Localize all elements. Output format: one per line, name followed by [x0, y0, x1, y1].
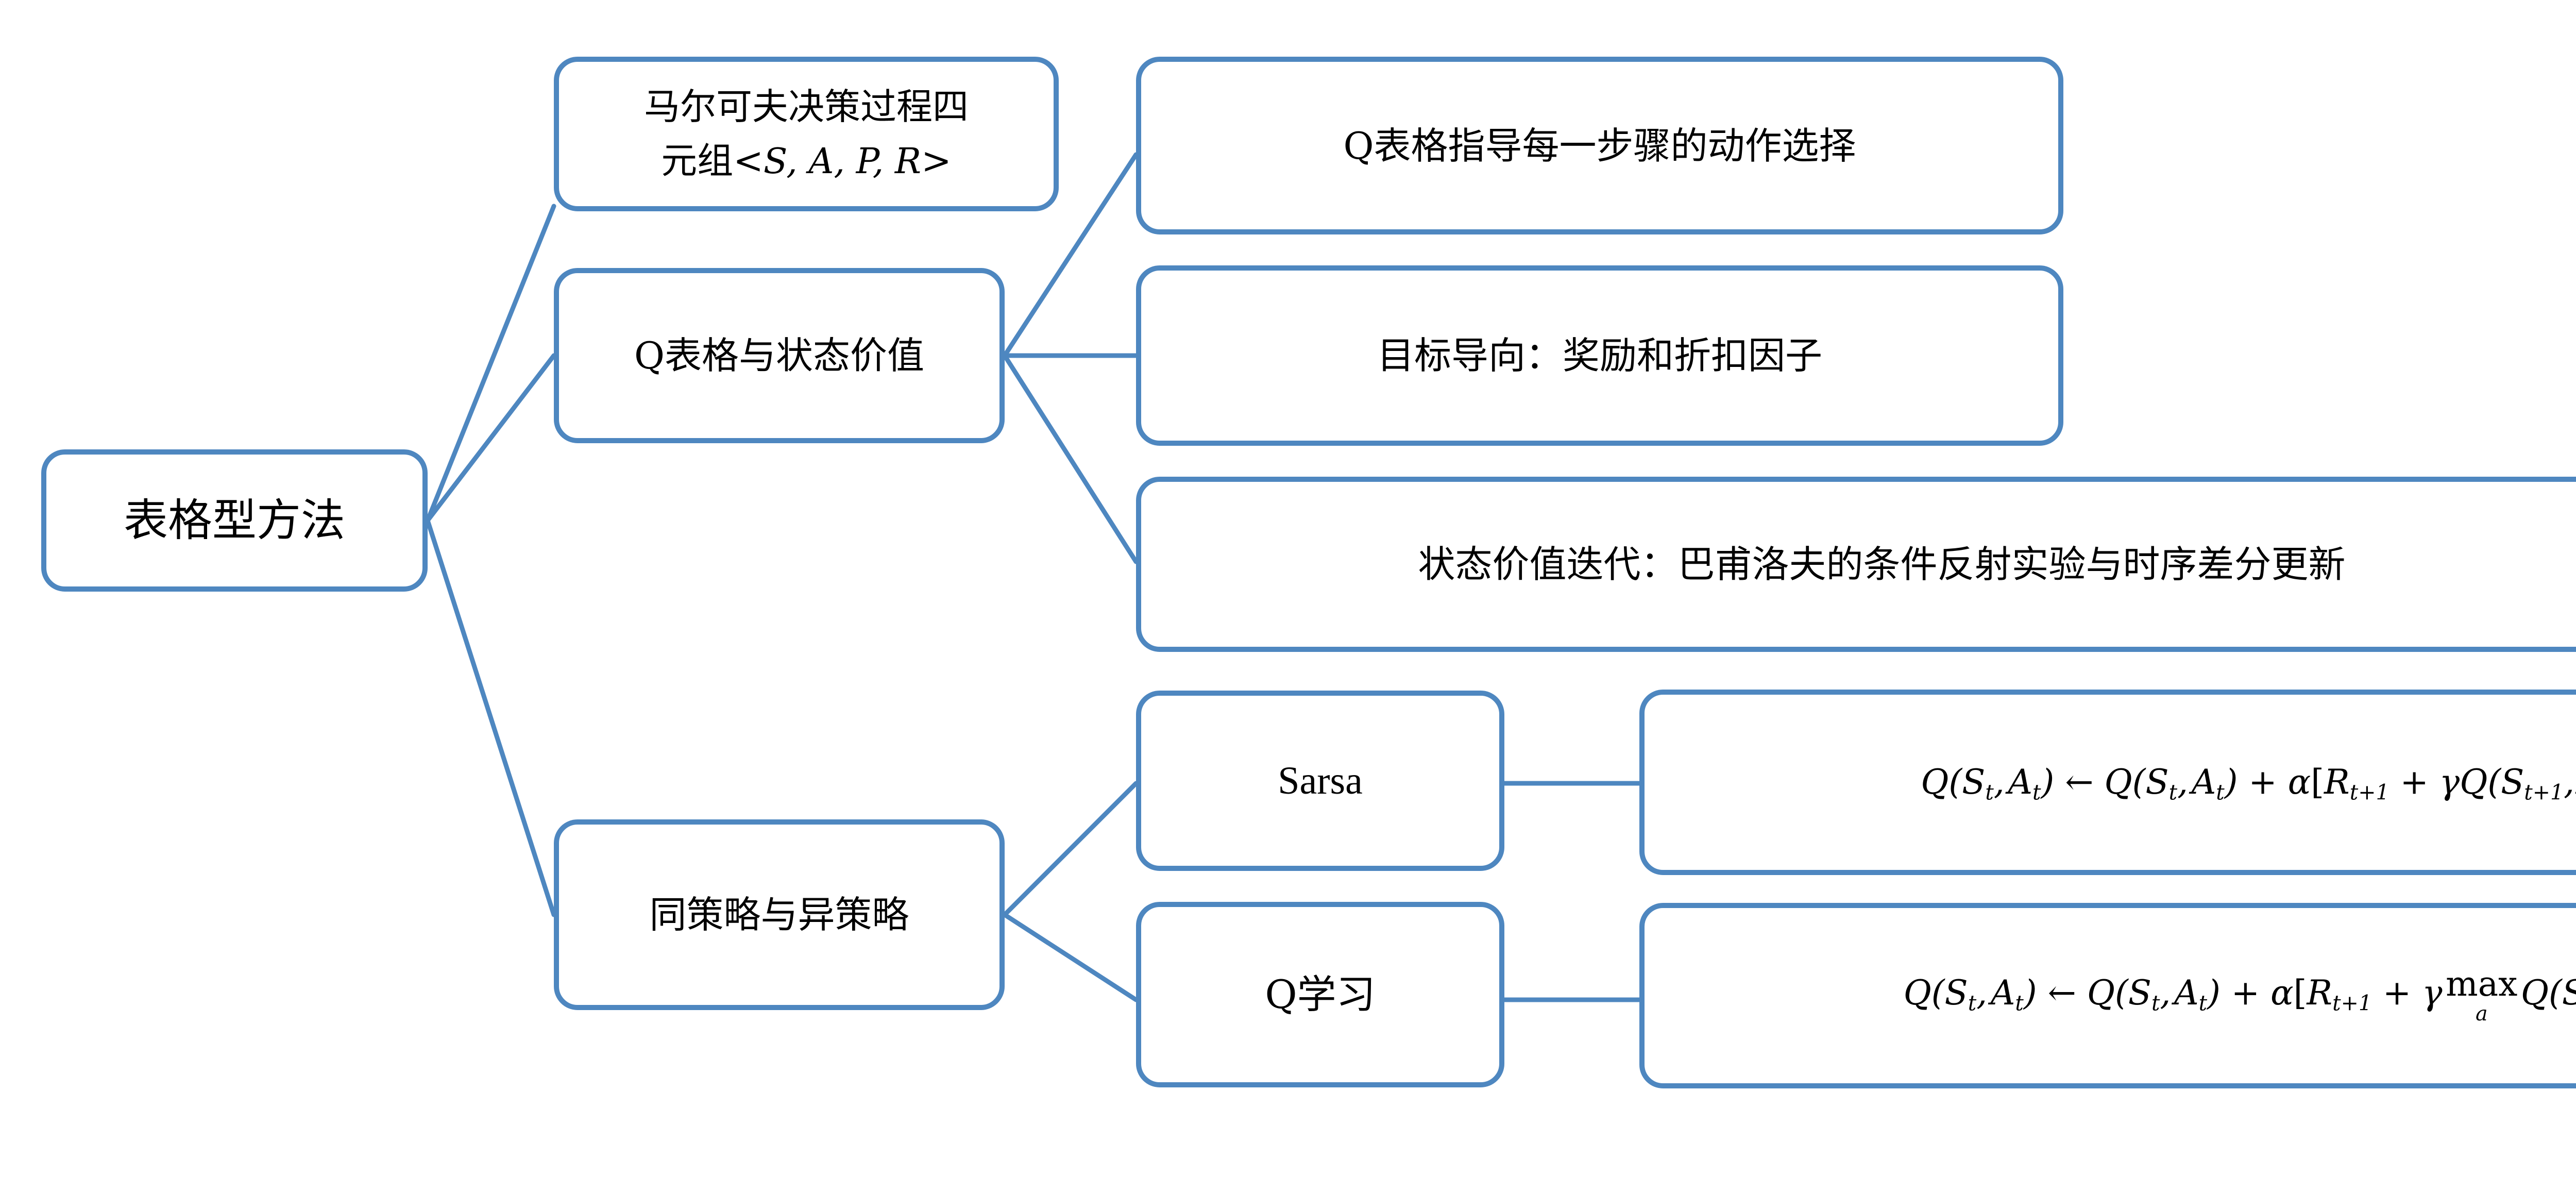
- node-sarsa-label: Sarsa: [1278, 759, 1363, 802]
- node-q-learning-label: Q学习: [1265, 971, 1376, 1017]
- connector-root-to-mdp: [425, 204, 556, 523]
- node-root[interactable]: 表格型方法: [41, 449, 428, 592]
- node-state-value-iteration-label: 状态价值迭代：巴甫洛夫的条件反射实验与时序差分更新: [1418, 543, 2346, 586]
- node-formula-sarsa-expression: Q(St, At) ← Q(St, At) + α[Rt+1 + γQ(St+1…: [1921, 762, 2576, 805]
- connector-root-to-onoffpolicy: [425, 518, 556, 917]
- node-q-table-guides-action-label: Q表格指导每一步骤的动作选择: [1343, 124, 1856, 167]
- node-sarsa[interactable]: Sarsa: [1136, 691, 1504, 871]
- node-q-table-state-value-label: Q表格与状态价值: [634, 334, 925, 377]
- connector-policy-to-sarsa: [1002, 781, 1139, 917]
- node-q-learning[interactable]: Q学习: [1136, 902, 1504, 1087]
- node-formula-sarsa[interactable]: Q(St, At) ← Q(St, At) + α[Rt+1 + γQ(St+1…: [1639, 690, 2576, 875]
- connector-policy-to-qlearning: [1002, 912, 1139, 1002]
- node-state-value-iteration[interactable]: 状态价值迭代：巴甫洛夫的条件反射实验与时序差分更新: [1136, 477, 2576, 652]
- node-goal-oriented-reward-discount[interactable]: 目标导向：奖励和折扣因子: [1136, 265, 2063, 446]
- connector-root-to-qtable: [425, 353, 556, 523]
- node-mdp-tuple-label: 马尔可夫决策过程四 元组<S, A, P, R>: [644, 86, 969, 182]
- node-q-table-guides-action[interactable]: Q表格指导每一步骤的动作选择: [1136, 57, 2063, 234]
- connector-qtable-to-leaf3: [1002, 353, 1139, 564]
- node-goal-oriented-reward-discount-label: 目标导向：奖励和折扣因子: [1377, 334, 1822, 377]
- node-on-off-policy[interactable]: 同策略与异策略: [554, 819, 1005, 1010]
- node-mdp-tuple[interactable]: 马尔可夫决策过程四 元组<S, A, P, R>: [554, 57, 1059, 211]
- node-root-label: 表格型方法: [124, 494, 345, 546]
- node-on-off-policy-label: 同策略与异策略: [649, 893, 909, 936]
- node-q-table-state-value[interactable]: Q表格与状态价值: [554, 268, 1005, 443]
